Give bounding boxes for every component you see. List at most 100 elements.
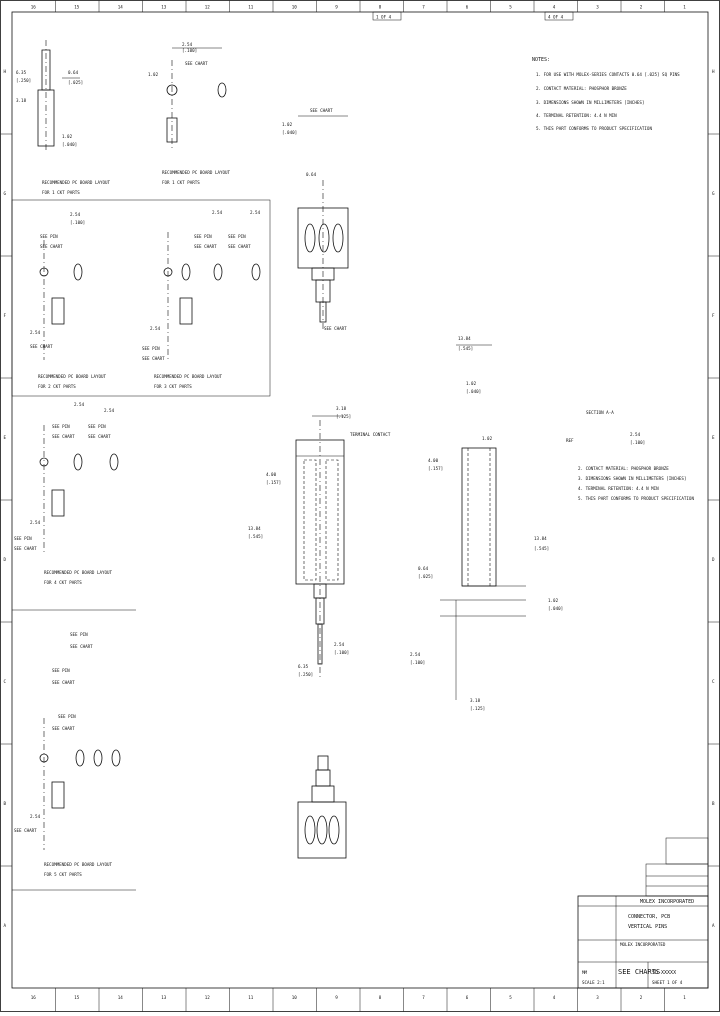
svg-text:[.545]: [.545]	[534, 546, 549, 551]
svg-text:2.54: 2.54	[410, 652, 421, 657]
svg-text:2.54: 2.54	[74, 402, 85, 407]
svg-text:FOR 3 CKT PARTS: FOR 3 CKT PARTS	[154, 384, 192, 389]
zone-letter: H	[4, 69, 7, 74]
zone-number: 15	[74, 5, 80, 10]
svg-text:2.54: 2.54	[104, 408, 115, 413]
svg-text:FOR 4 CKT PARTS: FOR 4 CKT PARTS	[44, 580, 82, 585]
svg-text:SEE PIN: SEE PIN	[194, 234, 212, 239]
svg-text:[.040]: [.040]	[466, 389, 481, 394]
svg-text:6.35: 6.35	[16, 70, 27, 75]
doc-label: SEE CHARTS	[618, 968, 660, 976]
section-label: SECTION A-A	[586, 410, 614, 415]
svg-text:2.54: 2.54	[150, 326, 161, 331]
zone-number: 7	[422, 995, 425, 1000]
zone-letter: F	[4, 313, 7, 318]
svg-text:SEE CHART: SEE CHART	[14, 828, 37, 833]
svg-text:[.125]: [.125]	[336, 414, 351, 419]
svg-text:4.00: 4.00	[266, 472, 277, 477]
title-block: MOLEX INCORPORATED CONNECTOR, PCB VERTIC…	[577, 837, 709, 989]
svg-text:SEE CHART: SEE CHART	[142, 356, 165, 361]
svg-text:13.84: 13.84	[458, 336, 471, 341]
svg-text:2.54: 2.54	[30, 814, 41, 819]
zone-number: 11	[248, 5, 254, 10]
note-3: 3. DIMENSIONS SHOWN IN MILLIMETERS [INCH…	[536, 100, 644, 105]
title-line-2: VERTICAL PINS	[628, 924, 667, 930]
zone-number: 6	[466, 5, 469, 10]
zone-number: 11	[248, 995, 254, 1000]
svg-text:2.54: 2.54	[630, 432, 641, 437]
svg-text:FOR 5 CKT PARTS: FOR 5 CKT PARTS	[44, 872, 82, 877]
zone-letter: G	[712, 191, 715, 196]
notes-heading: NOTES:	[532, 57, 550, 63]
pcb-layout-3: SEE PIN SEE CHART SEE PIN SEE CHART 2.54…	[142, 210, 261, 389]
svg-text:2.54: 2.54	[30, 330, 41, 335]
zone-letter: E	[712, 435, 715, 440]
zone-number: 6	[466, 995, 469, 1000]
svg-text:4. TERMINAL RETENTION: 4.4 N M: 4. TERMINAL RETENTION: 4.4 N MIN	[578, 486, 659, 491]
svg-text:SEE PIN: SEE PIN	[52, 424, 70, 429]
svg-text:SEE PIN: SEE PIN	[142, 346, 160, 351]
svg-text:1.02: 1.02	[482, 436, 493, 441]
zone-number: 4	[553, 5, 556, 10]
svg-text:RECOMMENDED PC BOARD LAYOUT: RECOMMENDED PC BOARD LAYOUT	[154, 374, 223, 379]
svg-text:4.00: 4.00	[428, 458, 439, 463]
zone-letter: E	[4, 435, 7, 440]
svg-text:SEE CHART: SEE CHART	[194, 244, 217, 249]
pcb-layout-5: SEE PIN SEE CHART SEE PIN SEE CHART SEE …	[14, 632, 121, 877]
zone-letter: B	[4, 801, 7, 806]
svg-text:1.02: 1.02	[62, 134, 73, 139]
svg-text:[.100]: [.100]	[334, 650, 349, 655]
svg-text:[.100]: [.100]	[70, 220, 85, 225]
svg-text:SEE PIN: SEE PIN	[88, 424, 106, 429]
zone-number: 12	[205, 5, 211, 10]
svg-text:RECOMMENDED PC BOARD LAYOUT: RECOMMENDED PC BOARD LAYOUT	[38, 374, 107, 379]
svg-text:SHEET 1 OF 4: SHEET 1 OF 4	[652, 980, 683, 985]
pcb-layout-4: 2.54 2.54 SEE PIN SEE CHART SEE PIN SEE …	[14, 402, 119, 585]
svg-text:SEE CHART: SEE CHART	[324, 326, 347, 331]
svg-text:[.157]: [.157]	[266, 480, 281, 485]
zone-letter: A	[712, 923, 715, 928]
doc-number: SD-XXXXX	[652, 970, 676, 976]
svg-text:[.250]: [.250]	[16, 78, 31, 83]
svg-text:SEE CHART: SEE CHART	[52, 680, 75, 685]
note-1: 1. FOR USE WITH MOLEX-SERIES CONTACTS 0.…	[536, 72, 680, 77]
svg-text:1.02: 1.02	[466, 381, 477, 386]
zone-letter: A	[4, 923, 7, 928]
top-tab-1	[372, 11, 402, 21]
zone-number: 9	[335, 5, 338, 10]
zone-letter: B	[712, 801, 715, 806]
pin-detail-view: 0.64 [.025] 6.35 [.250] 3.18 1.02 [.040]	[16, 40, 83, 152]
svg-text:2.54: 2.54	[182, 42, 193, 47]
svg-text:2.54: 2.54	[334, 642, 345, 647]
zone-number: 3	[596, 5, 599, 10]
svg-text:SEE PIN: SEE PIN	[52, 668, 70, 673]
connector-bottom-view	[297, 755, 347, 859]
svg-text:SEE PIN: SEE PIN	[58, 714, 76, 719]
svg-text:2. CONTACT MATERIAL: PHOSPHOR: 2. CONTACT MATERIAL: PHOSPHOR BRONZE	[578, 466, 669, 471]
note-5: 5. THIS PART CONFORMS TO PRODUCT SPECIFI…	[536, 126, 652, 131]
svg-text:RECOMMENDED PC BOARD LAYOUT: RECOMMENDED PC BOARD LAYOUT	[44, 862, 113, 867]
zone-number: 1	[683, 5, 686, 10]
svg-text:SEE CHART: SEE CHART	[185, 61, 208, 66]
company-name: MOLEX INCORPORATED	[640, 899, 694, 905]
connector-front-view: 3.18 [.125] TERMINAL CONTACT 4.00 [.157]…	[248, 406, 391, 680]
zone-letter: H	[712, 69, 715, 74]
svg-text:SEE PIN: SEE PIN	[40, 234, 58, 239]
svg-text:1.02: 1.02	[148, 72, 159, 77]
svg-text:[.040]: [.040]	[62, 142, 77, 147]
title-line-1: CONNECTOR, PCB	[628, 914, 670, 920]
zone-number: 14	[118, 5, 124, 10]
zone-number: 3	[596, 995, 599, 1000]
zone-number: 9	[335, 995, 338, 1000]
top-tab-1-label: 1 OF 4	[376, 15, 392, 20]
svg-text:2.54: 2.54	[30, 520, 41, 525]
svg-text:SEE CHART: SEE CHART	[228, 244, 251, 249]
zone-number: 7	[422, 5, 425, 10]
svg-text:SEE CHART: SEE CHART	[52, 726, 75, 731]
